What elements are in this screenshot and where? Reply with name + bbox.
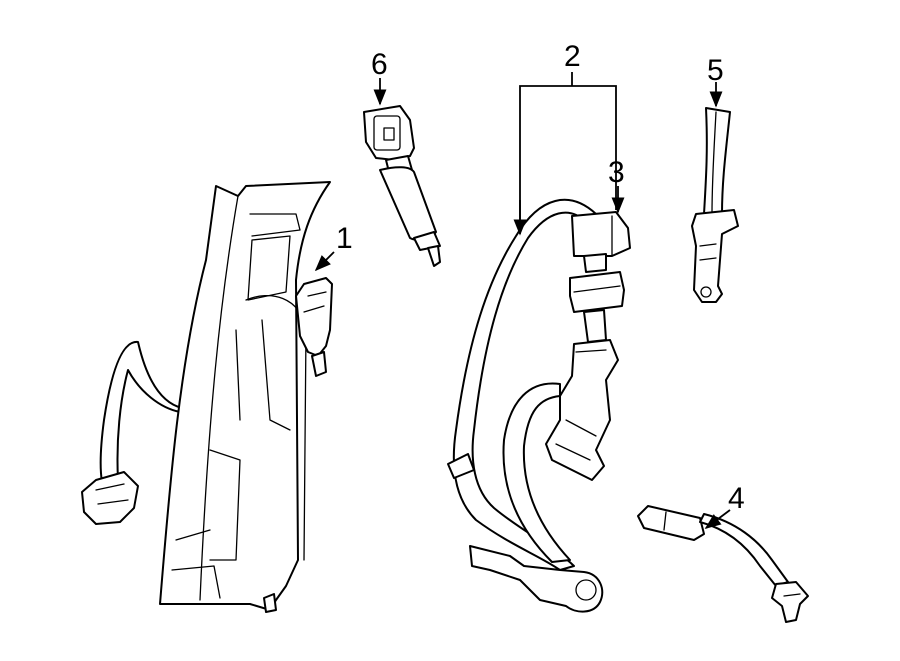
part-5-strap bbox=[703, 107, 731, 215]
part-4-bolt bbox=[771, 581, 809, 623]
part-1-pillar-trim-with-belt[interactable] bbox=[81, 181, 333, 613]
callout-4: 4 bbox=[728, 482, 745, 515]
callout-2: 2 bbox=[564, 40, 581, 73]
part-4-buckle-stalk[interactable] bbox=[637, 505, 809, 623]
callout-1: 1 bbox=[336, 222, 353, 255]
part-2-inner-strap bbox=[502, 382, 571, 563]
part-4-cable bbox=[699, 513, 789, 587]
part-6-buckle[interactable] bbox=[363, 105, 441, 267]
callout-5: 5 bbox=[707, 54, 724, 87]
leader-2-bracket bbox=[519, 85, 617, 232]
part-4-latch bbox=[637, 505, 705, 541]
part-3-guide-block bbox=[571, 211, 631, 257]
leader-1 bbox=[314, 251, 335, 272]
part-2-belt-assembly[interactable] bbox=[447, 198, 631, 613]
part-6-buckle-boot bbox=[379, 166, 437, 241]
part-1-belt-anchor bbox=[81, 471, 139, 525]
callout-3: 3 bbox=[608, 156, 625, 189]
part-1-retractor-bracket bbox=[295, 277, 333, 357]
part-1-pillar-panel bbox=[159, 181, 331, 611]
part-2-height-adjuster bbox=[569, 271, 625, 313]
callout-6: 6 bbox=[371, 48, 388, 81]
part-1-belt-strap bbox=[99, 340, 183, 483]
part-5-anchor-plate bbox=[691, 209, 739, 303]
part-2-retractor bbox=[545, 339, 619, 481]
part-6-buckle-head bbox=[363, 105, 415, 161]
part-2-lower-anchor bbox=[469, 545, 604, 613]
leader-4 bbox=[704, 509, 731, 529]
leader-lines bbox=[314, 72, 731, 529]
part-5-belt-strap[interactable] bbox=[691, 107, 739, 303]
